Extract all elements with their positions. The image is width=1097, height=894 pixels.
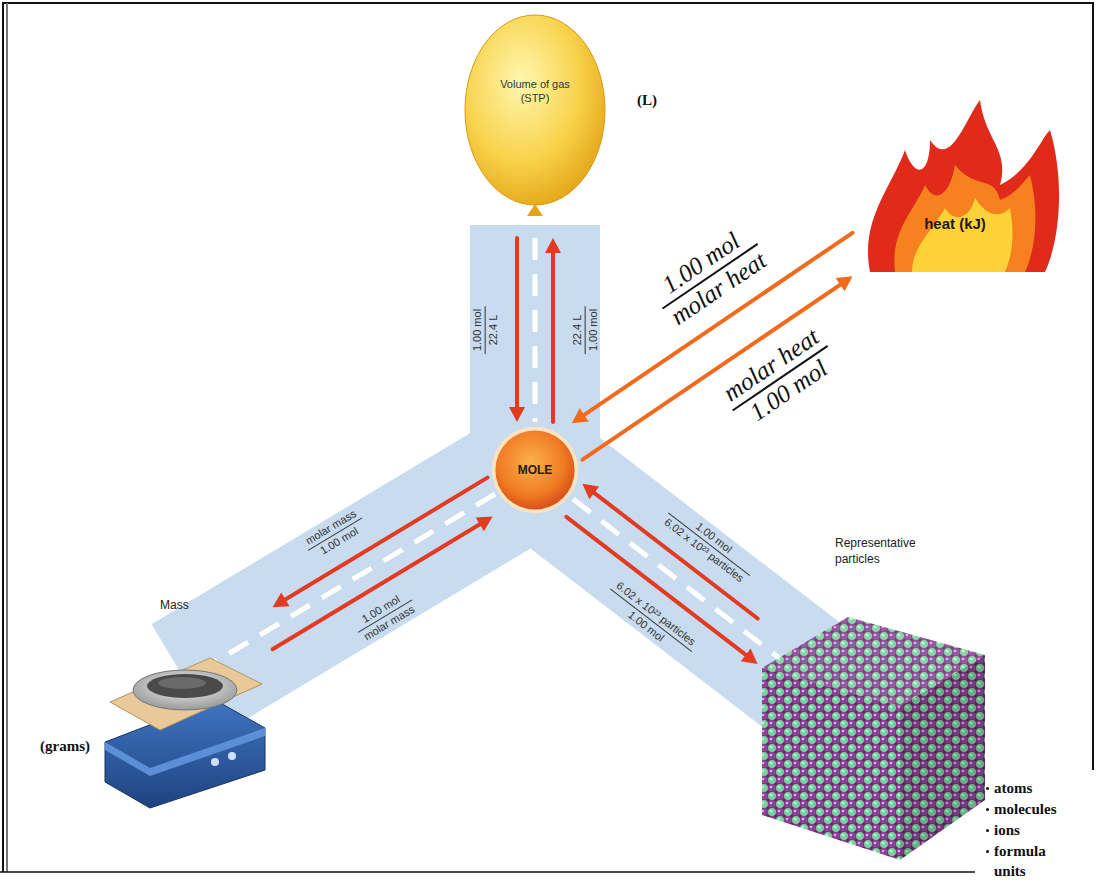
conversion-factor: molar heat1.00 mol: [716, 321, 845, 435]
heat-flame: heat (kJ): [855, 95, 1065, 275]
balloon: [465, 15, 605, 216]
conversion-factor: 1.00 molmolar mass: [350, 587, 420, 646]
node-title: heat (kJ): [895, 215, 1015, 232]
node-title: Mass: [160, 598, 189, 614]
factor-numerator: 1.00 mol: [470, 306, 486, 354]
list-item: formula units: [994, 841, 1064, 882]
gas-volume-balloon: Volume of gas (STP) (L): [465, 10, 680, 235]
node-title: MOLE: [518, 463, 553, 477]
path-band: [185, 225, 860, 720]
particle-cube: [762, 617, 985, 860]
conversion-factor: molar mass1.00 mol: [300, 505, 370, 564]
arrow-shaft: [551, 250, 555, 422]
conversion-factor: 6.02 x 10²³ particles1.00 mol: [601, 577, 701, 664]
balance: [105, 658, 265, 808]
conversion-factor: 1.00 mol6.02 x 10²³ particles: [659, 501, 759, 588]
conversion-arrow: [509, 238, 525, 422]
unit-label: (L): [637, 92, 657, 109]
arrow-head: [273, 593, 290, 608]
node-title: Representative particles: [835, 536, 945, 567]
arrow-shaft: [515, 238, 519, 410]
frame: [3, 3, 1093, 872]
arrow-head: [582, 484, 599, 499]
bullet-dot: [986, 808, 989, 811]
factor-numerator: 22.4 L: [570, 306, 586, 354]
particles-cube: Representative particles atomsmoleculesio…: [760, 530, 1093, 890]
list-item: ions: [994, 820, 1020, 840]
bullet-dot: [986, 850, 989, 853]
arrow-head: [545, 238, 561, 253]
conversion-arrow: [273, 478, 488, 608]
list-item: atoms: [994, 778, 1032, 798]
arrow-head: [476, 517, 493, 532]
factor-denominator: 22.4 L: [486, 306, 501, 354]
list-item: molecules: [994, 799, 1056, 819]
node-title: Volume of gas (STP): [485, 78, 585, 106]
conversion-factor: 22.4 L1.00 mol: [570, 306, 601, 354]
arrow-head: [509, 407, 525, 422]
unit-label: (grams): [40, 738, 90, 755]
arrow-head: [572, 408, 589, 423]
mass-balance: Mass (grams): [30, 590, 270, 810]
conversion-arrow: [545, 238, 561, 422]
bullet-dot: [986, 787, 989, 790]
conversion-arrow: [566, 517, 757, 664]
arrow-head: [836, 276, 853, 291]
arrow-shaft: [283, 478, 488, 601]
frame: [0, 871, 975, 873]
fire: [868, 100, 1059, 272]
conversion-factor: 1.00 molmolar heat: [646, 219, 775, 333]
arrow-head: [741, 648, 758, 663]
mole-circle: MOLE: [490, 425, 580, 515]
conversion-factor: 1.00 mol22.4 L: [470, 306, 501, 354]
bullet-dot: [986, 829, 989, 832]
frame: [6, 3, 8, 872]
factor-denominator: 1.00 mol: [586, 306, 601, 354]
